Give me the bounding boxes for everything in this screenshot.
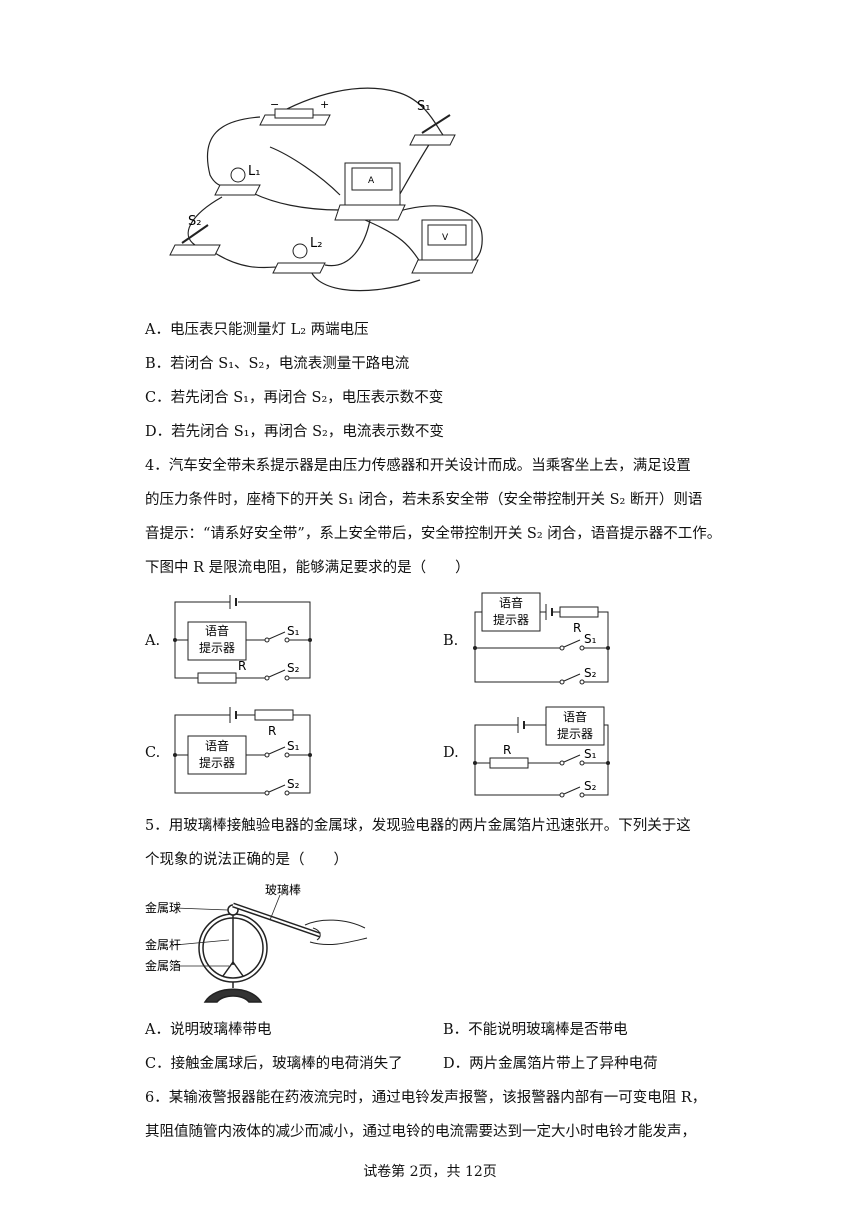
glass-rod-label: 玻璃棒 [265, 883, 301, 897]
device-label-line1: 语音 [205, 623, 229, 638]
q4-text-line-4: 下图中 R 是限流电阻，能够满足要求的是（ ） [145, 560, 470, 576]
q4-option-c[interactable]: C. [145, 745, 161, 761]
q4-option-b[interactable]: B. [443, 633, 459, 649]
q4-text-line-2: 的压力条件时，座椅下的开关 S₁ 闭合，若未系安全带（安全带控制开关 S₂ 断开… [145, 492, 703, 508]
s2-label: S₂ [287, 777, 300, 791]
device-label-line1: 语音 [499, 595, 523, 610]
device-label-line2: 提示器 [199, 755, 235, 770]
voltmeter-label: V [442, 233, 449, 243]
metal-foil-label: 金属箔 [145, 958, 181, 973]
s1-label: S₁ [584, 747, 597, 761]
q4-option-d[interactable]: D. [443, 745, 459, 761]
s2-label: S₂ [287, 661, 300, 675]
q5-text-line-2: 个现象的说法正确的是（ ） [145, 852, 348, 868]
q5-electroscope-figure: 金属球 玻璃棒 金属杆 金属箔 [145, 883, 368, 1003]
resistor-label: R [238, 659, 246, 673]
metal-ball-label: 金属球 [145, 900, 181, 915]
q5-text-line-1: 5．用玻璃棒接触验电器的金属球，发现验电器的两片金属箔片迅速张开。下列关于这 [145, 818, 691, 834]
q4-circuit-a: 语音 提示器 R S₁ S₂ [173, 595, 312, 684]
device-label-line2: 提示器 [199, 640, 235, 655]
battery-plus-label: + [320, 98, 329, 111]
page-footer: 试卷第 2页，共 12页 [363, 1164, 497, 1180]
q5-option-c[interactable]: C．接触金属球后，玻璃棒的电荷消失了 [145, 1056, 403, 1072]
q3-option-a[interactable]: A．电压表只能测量灯 L₂ 两端电压 [145, 322, 369, 338]
s1-label: S₁ [287, 624, 300, 638]
q5-option-b[interactable]: B．不能说明玻璃棒是否带电 [443, 1022, 628, 1038]
s2-label: S₂ [584, 666, 597, 680]
device-label-line2: 提示器 [493, 612, 529, 627]
s2-label: S₂ [584, 779, 597, 793]
device-label-line2: 提示器 [557, 726, 593, 741]
q4-circuit-c: 语音 提示器 R S₁ S₂ [173, 707, 312, 796]
q4-circuit-d: 语音 提示器 R S₁ S₂ [473, 706, 610, 798]
q3-l1-label: L₁ [248, 164, 260, 179]
q4-text-line-1: 4．汽车安全带未系提示器是由压力传感器和开关设计而成。当乘客坐上去，满足设置 [145, 458, 691, 474]
q3-s1-label: S₁ [417, 99, 430, 114]
metal-rod-label: 金属杆 [145, 937, 181, 952]
q6-text-line-1: 6．某输液警报器能在药液流完时，通过电铃发声报警，该报警器内部有一可变电阻 R， [145, 1090, 707, 1106]
q5-option-a[interactable]: A．说明玻璃棒带电 [145, 1022, 272, 1038]
device-label-line1: 语音 [563, 709, 587, 724]
device-label-line1: 语音 [205, 738, 229, 753]
q3-circuit-figure: − + S₁ L₁ A S₂ L₂ V [169, 87, 483, 292]
q6-text-line-2: 其阻值随管内液体的减少而减小，通过电铃的电流需要达到一定大小时电铃才能发声， [145, 1124, 696, 1140]
q3-l2-label: L₂ [310, 236, 322, 251]
ammeter-label: A [368, 176, 375, 186]
resistor-label: R [573, 621, 581, 635]
resistor-label: R [503, 743, 511, 757]
q4-option-a[interactable]: A. [145, 633, 161, 649]
q3-option-d[interactable]: D．若先闭合 S₁，再闭合 S₂，电流表示数不变 [145, 424, 444, 440]
q4-circuit-b: 语音 提示器 R S₁ S₂ [473, 592, 610, 685]
battery-minus-label: − [270, 98, 279, 111]
q4-text-line-3: 音提示：“请系好安全带”，系上安全带后，安全带控制开关 S₂ 闭合，语音提示器不… [145, 526, 722, 542]
resistor-label: R [268, 724, 276, 738]
q3-option-b[interactable]: B．若闭合 S₁、S₂，电流表测量干路电流 [145, 356, 410, 372]
q3-s2-label: S₂ [188, 214, 201, 229]
q5-option-d[interactable]: D．两片金属箔片带上了异种电荷 [443, 1056, 658, 1072]
s1-label: S₁ [287, 739, 300, 753]
q3-option-c[interactable]: C．若先闭合 S₁，再闭合 S₂，电压表示数不变 [145, 390, 444, 406]
s1-label: S₁ [584, 632, 597, 646]
